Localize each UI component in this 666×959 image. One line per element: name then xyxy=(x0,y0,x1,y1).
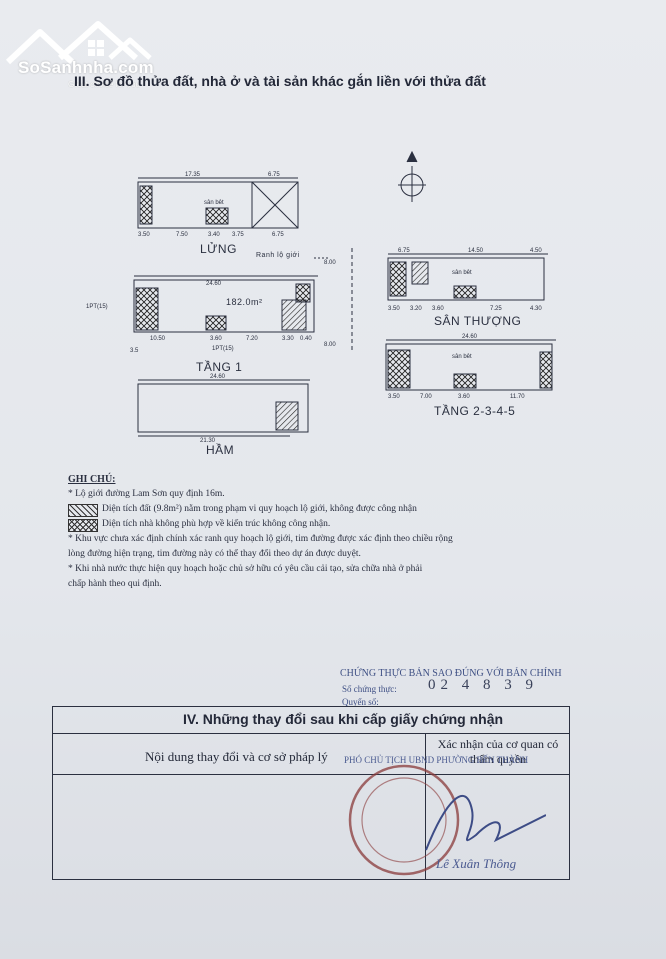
table-header-row xyxy=(53,734,569,775)
changes-table: IV. Những thay đổi sau khi cấp giấy chứn… xyxy=(52,706,570,880)
official-seal-icon xyxy=(348,764,546,876)
certification-stamp-title: CHỨNG THỰC BẢN SAO ĐÚNG VỚI BẢN CHÍNH xyxy=(340,668,562,679)
svg-text:3.50: 3.50 xyxy=(388,306,400,312)
plan-tang-2-5 xyxy=(385,339,556,391)
svg-text:3.50: 3.50 xyxy=(388,394,400,400)
svg-text:1PT(15): 1PT(15) xyxy=(86,304,108,310)
svg-text:6.75: 6.75 xyxy=(272,232,284,238)
svg-text:7.20: 7.20 xyxy=(246,336,258,342)
legend-text: Diện tích đất (9.8m²) nằm trong phạm vi … xyxy=(102,504,417,514)
label-ham: HẦM xyxy=(206,443,235,457)
svg-text:14.50: 14.50 xyxy=(468,248,484,254)
label-tang-1: TẦNG 1 xyxy=(196,360,243,374)
svg-text:3.20: 3.20 xyxy=(410,306,422,312)
label-san-thuong: SÂN THƯỢNG xyxy=(434,314,522,328)
notes-section: GHI CHÚ: * Lộ giới đường Lam Sơn quy địn… xyxy=(68,472,608,592)
svg-text:4.50: 4.50 xyxy=(530,248,542,254)
north-arrow-icon xyxy=(398,150,426,202)
svg-text:3.60: 3.60 xyxy=(458,394,470,400)
table-header-col2: Xác nhận của cơ quan có thẩm quyền xyxy=(437,737,559,766)
table-header-col1: Nội dung thay đổi và cơ sở pháp lý xyxy=(145,749,328,764)
svg-text:sân bêt: sân bêt xyxy=(204,200,224,206)
legend-row: Diện tích nhà không phù hợp về kiến trúc… xyxy=(68,517,608,532)
table-divider xyxy=(425,734,426,879)
svg-text:24.60: 24.60 xyxy=(462,334,478,340)
certification-no-label: Số chứng thực: xyxy=(342,684,397,694)
legend-row: Diện tích đất (9.8m²) nằm trong phạm vi … xyxy=(68,502,608,517)
label-lung: LỬNG xyxy=(200,242,237,256)
svg-text:6.75: 6.75 xyxy=(268,172,280,178)
svg-text:10.50: 10.50 xyxy=(150,336,166,342)
table-title: IV. Những thay đổi sau khi cấp giấy chứn… xyxy=(183,711,504,727)
svg-text:8.00: 8.00 xyxy=(324,260,336,266)
svg-text:17.35: 17.35 xyxy=(185,172,201,178)
svg-text:0.40: 0.40 xyxy=(300,336,312,342)
svg-text:7.25: 7.25 xyxy=(490,306,502,312)
hatch-cross-icon xyxy=(68,519,98,532)
notes-heading: GHI CHÚ: xyxy=(68,474,116,485)
svg-text:3.50: 3.50 xyxy=(138,232,150,238)
svg-text:sân bêt: sân bêt xyxy=(452,270,472,276)
setback-label: Ranh lộ giới xyxy=(256,252,300,259)
section-title: III. Sơ đồ thửa đất, nhà ở và tài sản kh… xyxy=(74,73,486,89)
note-line: * Khi nhà nước thực hiện quy hoạch hoặc … xyxy=(68,564,423,574)
note-line: * Lộ giới đường Lam Sơn quy định 16m. xyxy=(68,489,225,499)
svg-text:3.5: 3.5 xyxy=(130,348,139,354)
hatch-stripe-icon xyxy=(68,504,98,517)
svg-text:7.00: 7.00 xyxy=(420,394,432,400)
logo-tagline: Great choice for you xyxy=(68,80,141,89)
area-value: 182.0m² xyxy=(226,297,263,307)
svg-text:3.60: 3.60 xyxy=(210,336,222,342)
svg-text:3.75: 3.75 xyxy=(232,232,244,238)
svg-text:7.50: 7.50 xyxy=(176,232,188,238)
plan-ham xyxy=(137,379,310,437)
logo-text: SoSanhnha.com xyxy=(18,58,154,77)
label-tang-2-5: TẦNG 2-3-4-5 xyxy=(434,404,516,418)
note-line: lòng đường hiện trạng, tim đường này có … xyxy=(68,549,361,559)
svg-text:24.60: 24.60 xyxy=(210,374,226,380)
legend-text: Diện tích nhà không phù hợp về kiến trúc… xyxy=(102,519,331,529)
certification-book-label: Quyển số: xyxy=(342,697,379,707)
svg-text:1PT(15): 1PT(15) xyxy=(212,346,234,352)
signer-name: Lê Xuân Thông xyxy=(436,856,517,871)
svg-text:sân bêt: sân bêt xyxy=(452,354,472,360)
certification-number: 02 4 8 3 9 xyxy=(428,677,538,693)
svg-text:21.30: 21.30 xyxy=(200,438,216,444)
svg-text:24.60: 24.60 xyxy=(206,281,222,287)
svg-text:11.70: 11.70 xyxy=(510,394,525,400)
svg-text:3.40: 3.40 xyxy=(208,232,220,238)
signature-stroke xyxy=(425,795,546,851)
plan-san-thuong xyxy=(387,253,548,301)
table-title-row: IV. Những thay đổi sau khi cấp giấy chứn… xyxy=(53,707,569,734)
svg-text:8.00: 8.00 xyxy=(324,342,336,348)
note-line: chấp hành theo qui định. xyxy=(68,579,162,589)
house-logo-icon xyxy=(5,21,152,65)
plan-lung xyxy=(137,177,299,229)
note-line: * Khu vực chưa xác định chính xác ranh q… xyxy=(68,534,453,544)
plan-tang-1 xyxy=(133,257,330,333)
svg-text:4.30: 4.30 xyxy=(530,306,542,312)
svg-text:6.75: 6.75 xyxy=(398,248,410,254)
svg-text:3.30: 3.30 xyxy=(282,336,294,342)
svg-text:3.60: 3.60 xyxy=(432,306,444,312)
signer-title: PHÓ CHỦ TỊCH UBND PHƯỜNG BẾN THÀNH xyxy=(344,755,529,765)
